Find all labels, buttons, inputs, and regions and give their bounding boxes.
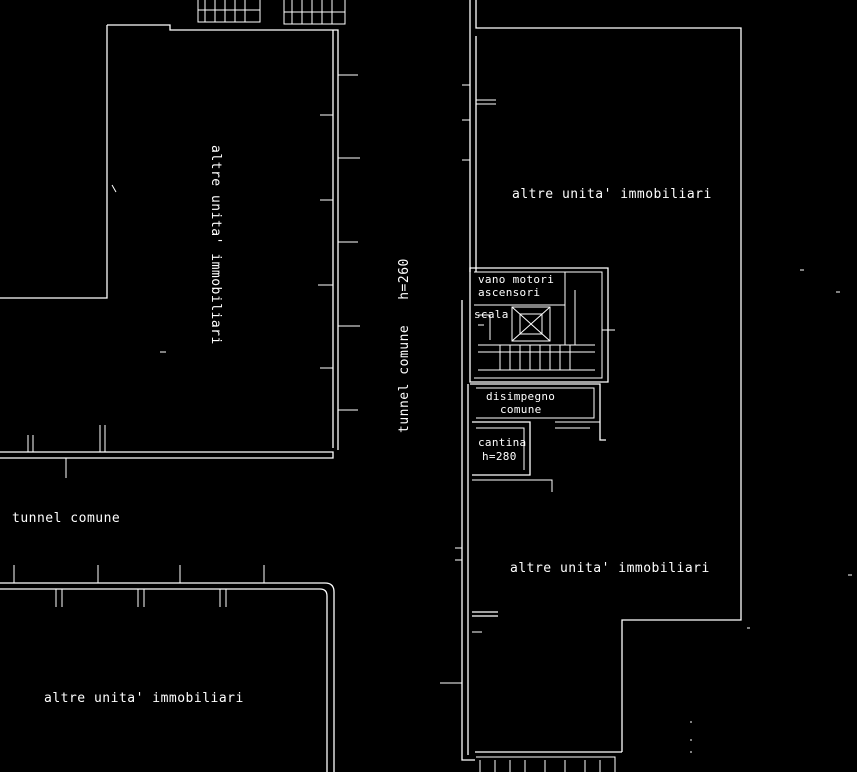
unit-top-left-walls	[0, 24, 360, 478]
label-tunnel-horizontal: tunnel comune	[12, 511, 120, 526]
label-scala: scala	[474, 308, 509, 321]
label-cantina-height: h=280	[482, 450, 517, 463]
stair-core	[469, 267, 615, 383]
unit-bottom-left-walls	[0, 565, 335, 772]
label-comune: comune	[500, 403, 542, 416]
label-cantina: cantina	[478, 436, 526, 449]
label-vano-motori: vano motori	[478, 273, 554, 286]
label-altre-top-right: altre unita' immobiliari	[512, 187, 712, 202]
label-altre-mid-right: altre unita' immobiliari	[510, 561, 710, 576]
top-hatch	[197, 0, 346, 25]
label-ascensori: ascensori	[478, 286, 540, 299]
specks	[160, 269, 852, 753]
label-tunnel-vertical: tunnel comune h=260	[397, 258, 412, 433]
label-altre-top-left: altre unita' immobiliari	[208, 145, 223, 345]
disimpegno-cantina	[470, 383, 606, 492]
label-altre-bottom-left: altre unita' immobiliari	[44, 691, 244, 706]
label-disimpegno: disimpegno	[486, 390, 555, 403]
unit-right-walls	[440, 0, 742, 772]
